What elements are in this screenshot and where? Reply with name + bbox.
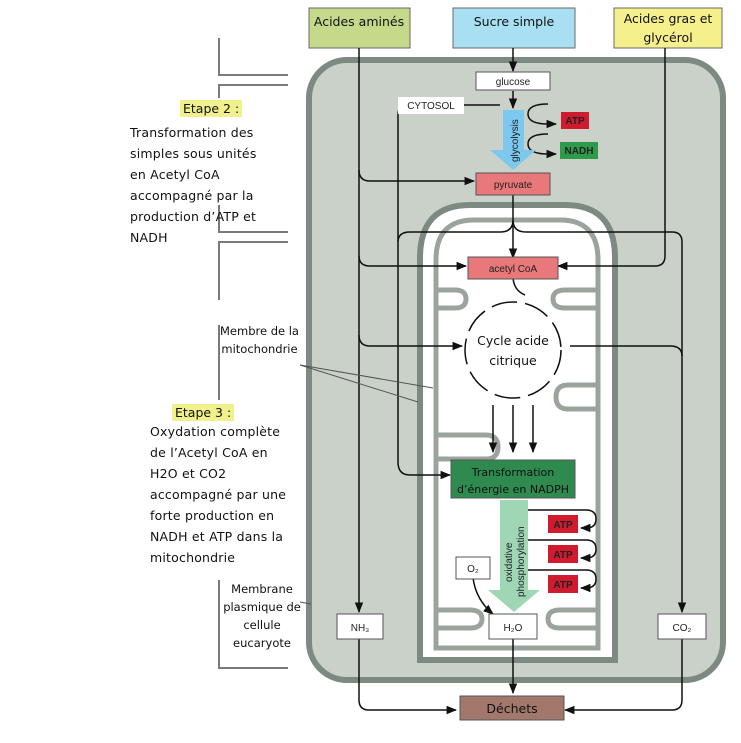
co2-label: CO₂: [673, 623, 692, 634]
cytosol-label: CYTOSOL: [407, 101, 455, 112]
acetyl-coa-label: acetyl CoA: [489, 264, 538, 275]
mito-membrane-line: mitochondrie: [221, 342, 298, 356]
o2-label: O₂: [467, 564, 479, 575]
stage2-line: simples sous unités: [130, 146, 257, 161]
oxphos-atp-label: ATP: [553, 520, 573, 531]
stage3-line: H2O et CO2: [150, 466, 227, 481]
plasma-membrane-line: plasmique de: [223, 600, 301, 614]
stage2-line: accompagné par la: [130, 188, 254, 203]
amino-acids-label: Acides aminés: [314, 14, 404, 29]
simple-sugar-label: Sucre simple: [474, 14, 555, 29]
h2o-label: H₂O: [504, 623, 523, 634]
pyruvate-label: pyruvate: [494, 180, 533, 191]
simple-sugar-box: [452, 7, 576, 49]
glycolysis-atp-label: ATP: [565, 116, 585, 127]
citric-acid-cycle: Cycle acide citrique: [464, 301, 562, 399]
o2-box: [455, 556, 491, 580]
stage3-line: de l’Acetyl CoA en: [150, 445, 268, 460]
nh3-box: [336, 613, 384, 640]
stage2-tag: Etape 2 :: [180, 100, 243, 117]
nh3-label: NH₃: [351, 623, 370, 634]
stage3-line: mitochondrie: [150, 550, 236, 565]
stage2-description: Transformation des simples sous unités e…: [130, 122, 257, 248]
left-bracket-lines: [218, 38, 288, 669]
co2-box: [657, 613, 707, 640]
glycolysis-nadh-label: NADH: [565, 146, 594, 157]
oxphos-atp-badge: [548, 545, 578, 563]
stage2-line: en Acetyl CoA: [130, 167, 220, 182]
energy-transformation-box: [450, 459, 576, 499]
glycolysis-nadh-badge: [560, 142, 598, 159]
plasma-membrane-line: cellule: [243, 618, 281, 632]
stage2-line: NADH: [130, 230, 168, 245]
cytosol-tag: [398, 97, 464, 114]
fatty-acids-label-2: glycérol: [643, 30, 692, 45]
stage2-line: production d’ATP et: [130, 209, 257, 224]
pyruvate-box: [475, 172, 551, 196]
glycolysis-atp-badge: [561, 112, 589, 129]
glucose-label: glucose: [496, 77, 531, 88]
acetyl-coa-box: [467, 256, 559, 280]
plasma-membrane-label: Membrane plasmique de cellule eucaryote: [222, 580, 302, 652]
stage3-line: Oxydation complète: [150, 424, 281, 439]
mitochondrion-membrane-label: Membre de la mitochondrie: [220, 322, 299, 358]
oxphos-label-1: oxidative: [504, 542, 515, 582]
cycle-label-2: citrique: [489, 353, 537, 368]
plasma-membrane-line: eucaryote: [233, 636, 291, 650]
glycolysis-arrow: glycolysis: [490, 110, 536, 170]
waste-box: [459, 695, 565, 721]
glucose-box: [475, 71, 551, 91]
h2o-box: [488, 613, 538, 640]
fatty-acids-box: [613, 7, 723, 49]
stage2-line: Transformation des: [130, 125, 254, 140]
fatty-acids-label-1: Acides gras et: [624, 11, 713, 26]
oxphos-atp-badge: [548, 515, 578, 533]
oxphos-atp-badges: ATP ATP ATP: [548, 515, 578, 593]
oxphos-atp-label: ATP: [553, 550, 573, 561]
oxphos-label-2: phosphorylation: [516, 526, 527, 597]
stage3-tag: Etape 3 :: [172, 404, 235, 421]
stage3-line: accompagné par une: [150, 487, 287, 502]
mito-membrane-line: Membre de la: [220, 324, 299, 338]
stage3-line: forte production en: [150, 508, 275, 523]
cycle-label-1: Cycle acide: [477, 333, 549, 348]
energy-box-label-2: d’énergie en NADPH: [457, 483, 569, 496]
annotation-pointers: [299, 364, 434, 605]
waste-label: Déchets: [486, 701, 537, 716]
oxphos-arrow: oxidative phosphorylation: [488, 500, 540, 612]
plasma-membrane-line: Membrane: [231, 582, 293, 596]
glycolysis-label: glycolysis: [510, 119, 521, 162]
stage3-description: Oxydation complète de l’Acetyl CoA en H2…: [150, 421, 286, 568]
stage3-line: NADH et ATP dans la: [150, 529, 284, 544]
energy-box-label-1: Transformation: [471, 466, 555, 479]
oxphos-atp-badge: [548, 575, 578, 593]
oxphos-atp-label: ATP: [553, 580, 573, 591]
